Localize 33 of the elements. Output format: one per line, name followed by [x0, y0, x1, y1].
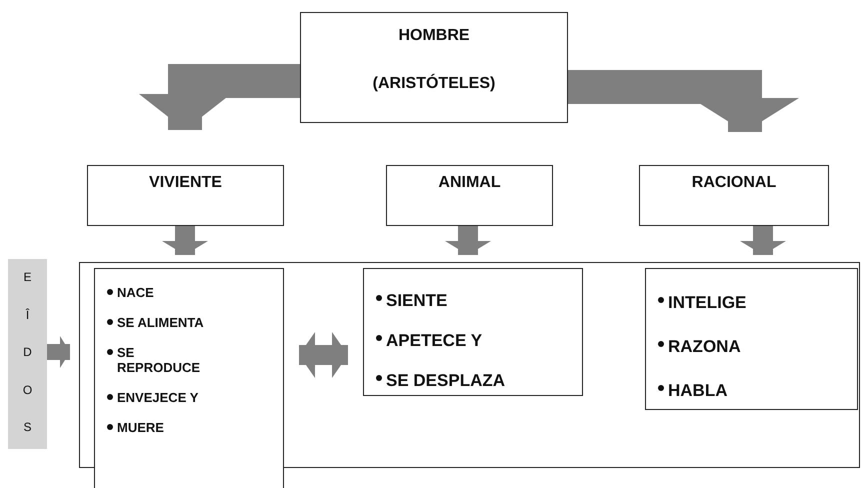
title: VIVIENTE [148, 174, 223, 192]
title: ANIMAL [437, 174, 502, 192]
concept-box [639, 165, 829, 226]
list-item: SIENTE [374, 291, 576, 311]
concept-box [87, 165, 284, 226]
title: RACIONAL [690, 174, 778, 192]
concept-box [300, 12, 568, 123]
title: HOMBRE [397, 27, 471, 45]
block-arrow [47, 336, 70, 368]
block-arrow [740, 226, 786, 255]
list-item: SE REPRODUCE [105, 346, 219, 376]
list-box [645, 268, 858, 410]
list-item: HABLA [656, 380, 851, 401]
double-block-arrow [299, 332, 348, 378]
subtitle: (ARISTÓTELES) [372, 75, 496, 93]
vertical-label-bar [8, 259, 47, 449]
list-item: ENVEJECE Y [105, 390, 219, 406]
block-arrow [162, 226, 208, 255]
list-item: INTELIGE [656, 293, 851, 313]
list-item: RAZONA [656, 336, 851, 357]
block-arrow [445, 226, 491, 255]
list-item: APETECE Y [374, 330, 576, 351]
concept-box [386, 165, 553, 226]
list-box [94, 268, 284, 488]
list-box [363, 268, 583, 396]
block-arrow [568, 70, 799, 132]
list-item: MUERE [105, 420, 219, 436]
list-item: SE ALIMENTA [105, 316, 219, 331]
list-item: NACE [105, 286, 219, 301]
group-box [79, 262, 860, 468]
vertical-label: EÎDOS [22, 269, 32, 436]
block-arrow [139, 64, 300, 130]
list-item: SE DESPLAZA [374, 370, 576, 391]
